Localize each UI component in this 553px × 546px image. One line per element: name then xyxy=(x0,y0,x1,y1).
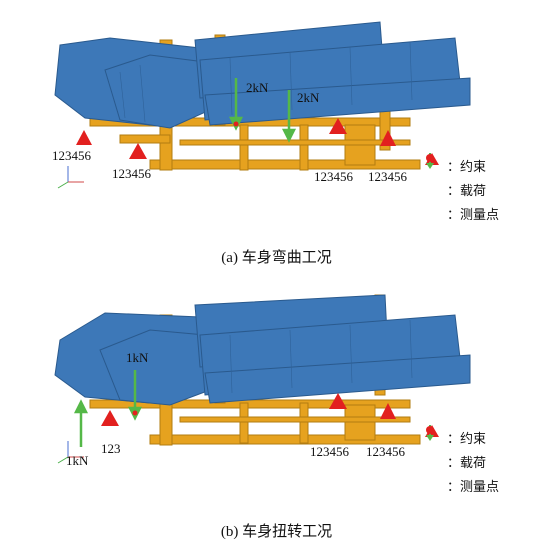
constraint-label: 123456 xyxy=(314,169,353,184)
load-arrows xyxy=(228,78,297,143)
constraint-label: 123456 xyxy=(366,444,405,459)
caption-torsion: (b) 车身扭转工况 xyxy=(220,524,333,540)
bending-model-illustration xyxy=(54,21,471,189)
load-label: 2kN xyxy=(246,80,269,95)
constraint-label: 123 xyxy=(101,441,121,456)
legend: ：约束 ：载荷 ：测量点 xyxy=(425,425,499,497)
legend-load: ：载荷 xyxy=(425,425,499,473)
constraint-label: 123456 xyxy=(112,166,151,181)
legend-load: ：载荷 xyxy=(425,153,499,201)
load-label: 2kN xyxy=(297,90,320,105)
constraint-label: 123456 xyxy=(368,169,407,184)
constraint-markers xyxy=(76,118,396,159)
load-label: 1kN xyxy=(66,453,89,468)
legend-measure-point: ：测量点 xyxy=(425,426,499,497)
constraint-label: 123456 xyxy=(310,444,349,459)
constraint-label: 123456 xyxy=(52,148,91,163)
panel-bending: 123456 123456 123456 123456 2kN 2kN ：约束 … xyxy=(0,0,553,270)
legend-constraint: ：约束 xyxy=(425,153,499,177)
axis-triad xyxy=(57,441,84,464)
axis-triad xyxy=(57,166,84,189)
measure-point xyxy=(233,121,239,127)
caption-bending: (a) 车身弯曲工况 xyxy=(221,250,332,266)
load-label: 1kN xyxy=(126,350,149,365)
legend: ：约束 ：载荷 ：测量点 xyxy=(425,153,499,225)
panel-torsion: 123 123456 123456 1kN 1kN ：约束 ：载荷 ：测量点 (… xyxy=(0,285,553,546)
measure-point xyxy=(132,410,138,416)
legend-measure-point: ：测量点 xyxy=(425,154,499,225)
legend-constraint: ：约束 xyxy=(425,425,499,449)
constraint-markers xyxy=(101,393,396,426)
torsion-model-illustration xyxy=(54,294,471,464)
